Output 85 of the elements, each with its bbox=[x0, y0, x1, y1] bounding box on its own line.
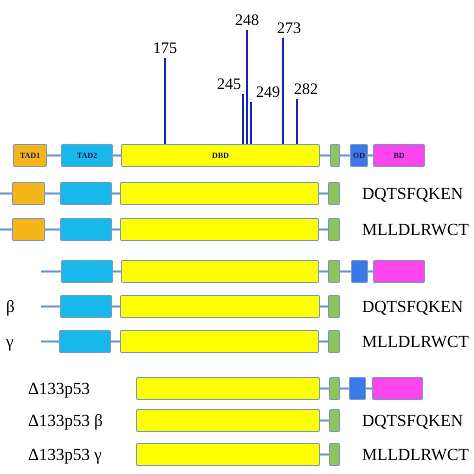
connector-line bbox=[0, 228, 12, 230]
domain-box bbox=[120, 330, 319, 353]
connector-line bbox=[41, 306, 60, 308]
leader-line bbox=[282, 38, 284, 144]
connector-line bbox=[45, 192, 60, 194]
sequence-label: DQTSFQKEN bbox=[362, 411, 464, 431]
domain-box bbox=[60, 295, 112, 318]
domain-box bbox=[120, 218, 319, 241]
domain-box bbox=[136, 409, 320, 432]
domain-box bbox=[12, 218, 45, 241]
domain-box bbox=[136, 443, 320, 466]
leader-line bbox=[164, 58, 166, 144]
domain-box bbox=[121, 260, 319, 283]
connector-line bbox=[41, 270, 61, 272]
isoform-label: Δ133p53 bbox=[28, 379, 90, 399]
connector-line bbox=[320, 306, 328, 308]
sequence-label: DQTSFQKEN bbox=[362, 297, 464, 317]
domain-box: OD bbox=[350, 144, 368, 167]
connector-line bbox=[340, 270, 351, 272]
sequence-label: MLLDLRWCT bbox=[362, 220, 469, 240]
residue-number: 282 bbox=[291, 81, 321, 99]
isoform-label: γ bbox=[6, 332, 14, 352]
domain-box bbox=[351, 260, 368, 283]
domain-box bbox=[329, 377, 340, 400]
connector-line bbox=[112, 192, 120, 194]
domain-box bbox=[328, 330, 340, 353]
connector-line bbox=[47, 154, 61, 156]
domain-box: TAD2 bbox=[61, 144, 113, 167]
residue-number: 273 bbox=[274, 20, 304, 38]
connector-line bbox=[0, 192, 12, 194]
sequence-label: DQTSFQKEN bbox=[362, 184, 464, 204]
isoform-label: β bbox=[6, 297, 15, 317]
domain-box: BD bbox=[373, 144, 425, 167]
residue-number: 248 bbox=[232, 12, 262, 30]
domain-box: DBD bbox=[121, 144, 320, 167]
connector-line bbox=[320, 388, 329, 390]
domain-box bbox=[120, 295, 320, 318]
domain-box bbox=[328, 260, 340, 283]
connector-line bbox=[320, 154, 330, 156]
domain-box bbox=[372, 377, 423, 400]
connector-line bbox=[320, 420, 329, 422]
domain-box bbox=[329, 409, 340, 432]
connector-line bbox=[112, 306, 120, 308]
domain-box bbox=[136, 377, 320, 400]
connector-line bbox=[319, 270, 328, 272]
leader-line bbox=[250, 102, 252, 144]
isoform-label: Δ133p53 γ bbox=[28, 445, 102, 465]
domain-box bbox=[373, 260, 425, 283]
domain-box bbox=[59, 330, 111, 353]
leader-line bbox=[296, 99, 298, 144]
residue-number: 245 bbox=[214, 76, 244, 94]
sequence-label: MLLDLRWCT bbox=[362, 332, 469, 352]
connector-line bbox=[113, 154, 121, 156]
connector-line bbox=[319, 192, 328, 194]
connector-line bbox=[340, 388, 349, 390]
domain-box bbox=[120, 182, 319, 205]
domain-box bbox=[61, 260, 113, 283]
domain-box bbox=[328, 182, 340, 205]
domain-box: TAD1 bbox=[13, 144, 47, 167]
domain-box bbox=[349, 377, 366, 400]
connector-line bbox=[113, 270, 121, 272]
connector-line bbox=[111, 340, 120, 342]
connector-line bbox=[340, 154, 350, 156]
connector-line bbox=[368, 270, 373, 272]
residue-number: 249 bbox=[253, 84, 283, 102]
domain-box bbox=[330, 144, 340, 167]
domain-box bbox=[328, 295, 340, 318]
connector-line bbox=[368, 154, 373, 156]
isoform-label: Δ133p53 β bbox=[28, 411, 103, 431]
residue-number: 175 bbox=[150, 40, 180, 58]
leader-line bbox=[242, 94, 244, 144]
connector-line bbox=[319, 340, 328, 342]
leader-line bbox=[246, 30, 248, 144]
connector-line bbox=[366, 388, 372, 390]
connector-line bbox=[41, 340, 59, 342]
sequence-label: MLLDLRWCT bbox=[362, 445, 469, 465]
domain-box bbox=[12, 182, 45, 205]
domain-box bbox=[328, 218, 340, 241]
domain-box bbox=[60, 218, 112, 241]
connector-line bbox=[45, 228, 60, 230]
connector-line bbox=[319, 228, 328, 230]
connector-line bbox=[320, 454, 329, 456]
domain-box bbox=[60, 182, 112, 205]
domain-box bbox=[329, 443, 340, 466]
connector-line bbox=[112, 228, 120, 230]
